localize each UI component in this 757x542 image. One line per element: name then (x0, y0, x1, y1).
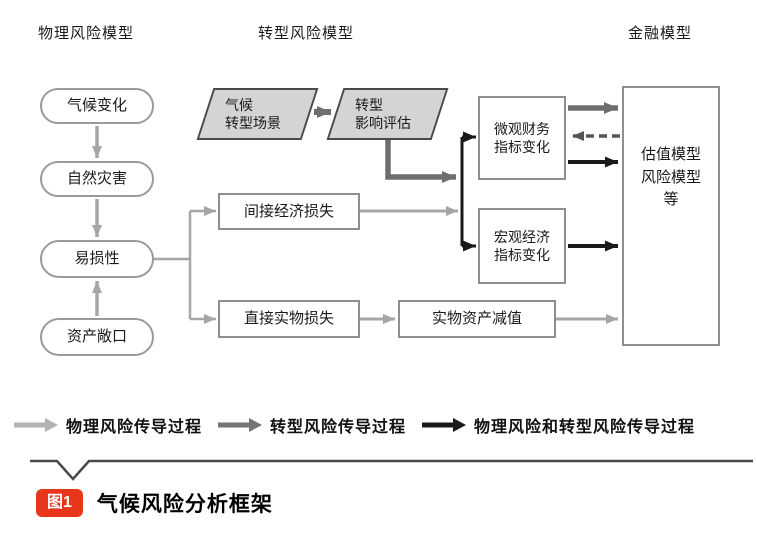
physical-flow-arrow-icon (14, 418, 58, 432)
figure-title: 气候风险分析框架 (96, 493, 273, 516)
node-natural-disaster-label: 自然灾害 (66, 170, 127, 188)
section-divider-line (30, 459, 753, 481)
node-direct-physical-loss: 直接实物损失 (218, 300, 360, 338)
legend-label-transition-flow: 转型风险传导过程 (270, 419, 407, 436)
line-vulnerability-branch (154, 211, 192, 319)
section-divider (30, 459, 753, 481)
node-valuation-risk-models: 估值模型 风险模型 等 (622, 86, 720, 346)
node-direct-physical-loss-label: 直接实物损失 (243, 310, 334, 328)
node-climate-change: 气候变化 (40, 88, 154, 124)
column-header-physical-risk-model: 物理风险模型 (38, 25, 135, 42)
legend-item-combined-flow: 物理风险和转型风险传导过程 (422, 413, 695, 437)
node-macro-economic-indicators: 宏观经济 指标变化 (478, 208, 566, 284)
column-header-financial-model: 金融模型 (628, 25, 693, 42)
node-transition-impact-assessment-label: 转型 影响评估 (355, 96, 411, 131)
node-physical-asset-impairment-label: 实物资产减值 (431, 310, 522, 328)
combined-flow-arrow-icon (422, 418, 467, 432)
node-physical-asset-impairment: 实物资产减值 (398, 300, 556, 338)
column-header-transition-risk-model: 转型风险模型 (258, 25, 355, 42)
node-climate-change-label: 气候变化 (66, 97, 127, 115)
figure-caption: 图1 气候风险分析框架 (36, 488, 273, 518)
figure-badge: 图1 (36, 489, 83, 517)
node-vulnerability: 易损性 (40, 240, 154, 278)
legend-label-combined-flow: 物理风险和转型风险传导过程 (474, 419, 696, 436)
legend-item-transition-flow: 转型风险传导过程 (218, 413, 406, 437)
node-climate-transition-scenario-label: 气候 转型场景 (225, 96, 281, 131)
legend-item-physical-flow: 物理风险传导过程 (14, 413, 202, 437)
node-indirect-economic-loss: 间接经济损失 (218, 193, 360, 230)
node-micro-financial-indicators-label: 微观财务 指标变化 (494, 120, 550, 155)
node-vulnerability-label: 易损性 (74, 250, 120, 268)
node-natural-disaster: 自然灾害 (40, 161, 154, 197)
node-micro-financial-indicators: 微观财务 指标变化 (478, 96, 566, 180)
legend-label-physical-flow: 物理风险传导过程 (66, 419, 203, 436)
legend: 物理风险传导过程 转型风险传导过程 物理风险和转型风险传导过程 (14, 413, 695, 437)
node-valuation-risk-models-label: 估值模型 风险模型 等 (640, 146, 701, 208)
node-indirect-economic-loss-label: 间接经济损失 (243, 202, 334, 220)
node-climate-transition-scenario: 气候 转型场景 (196, 88, 319, 140)
arrow-assessment-to-junction (385, 140, 456, 183)
node-asset-exposure-label: 资产敞口 (66, 328, 127, 346)
node-macro-economic-indicators-label: 宏观经济 指标变化 (494, 228, 550, 263)
node-transition-impact-assessment: 转型 影响评估 (326, 88, 449, 140)
node-asset-exposure: 资产敞口 (40, 318, 154, 356)
transition-flow-arrow-icon (218, 418, 263, 432)
